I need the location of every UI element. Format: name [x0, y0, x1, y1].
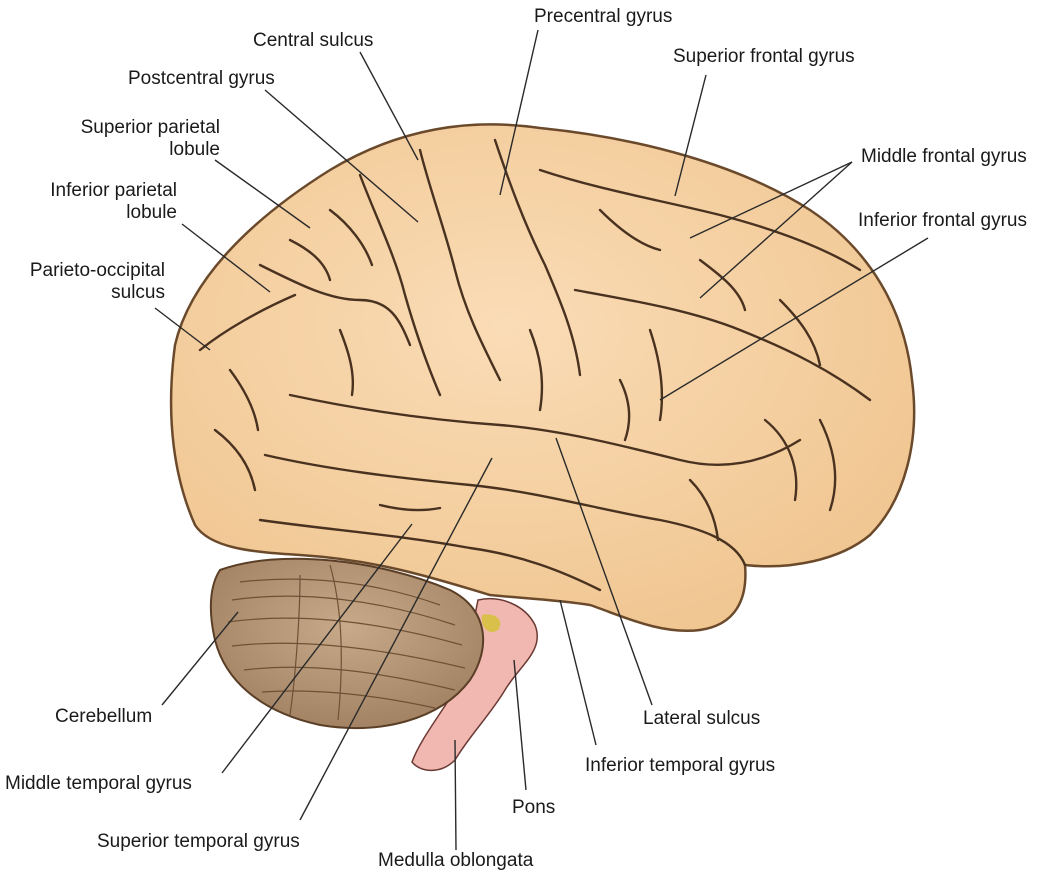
sulci [198, 138, 872, 592]
leader-lines [154, 29, 929, 851]
label-middle-temporal-gyrus: Middle temporal gyrus [5, 773, 192, 794]
label-superior-parietal-lobule: Superior parietal lobule [80, 117, 220, 160]
label-cerebellum: Cerebellum [55, 706, 153, 727]
label-inferior-frontal-gyrus: Inferior frontal gyrus [858, 210, 1027, 231]
label-parieto-occipital-sulcus: Parieto-occipital sulcus [29, 260, 165, 303]
pons-highlight [481, 614, 501, 633]
label-superior-frontal-gyrus: Superior frontal gyrus [673, 46, 855, 67]
label-pons: Pons [512, 797, 556, 818]
label-precentral-gyrus: Precentral gyrus [534, 6, 673, 27]
label-inferior-parietal-lobule: Inferior parietal lobule [50, 180, 177, 223]
label-medulla-oblongata: Medulla oblongata [378, 850, 534, 871]
label-postcentral-gyrus: Postcentral gyrus [128, 68, 275, 89]
label-middle-frontal-gyrus: Middle frontal gyrus [861, 146, 1027, 167]
label-lateral-sulcus: Lateral sulcus [643, 708, 761, 729]
label-superior-temporal-gyrus: Superior temporal gyrus [97, 831, 300, 852]
label-central-sulcus: Central sulcus [253, 30, 374, 51]
cerebellum-shape [209, 557, 484, 729]
cerebellum-folia [227, 564, 466, 721]
label-inferior-temporal-gyrus: Inferior temporal gyrus [585, 755, 776, 776]
